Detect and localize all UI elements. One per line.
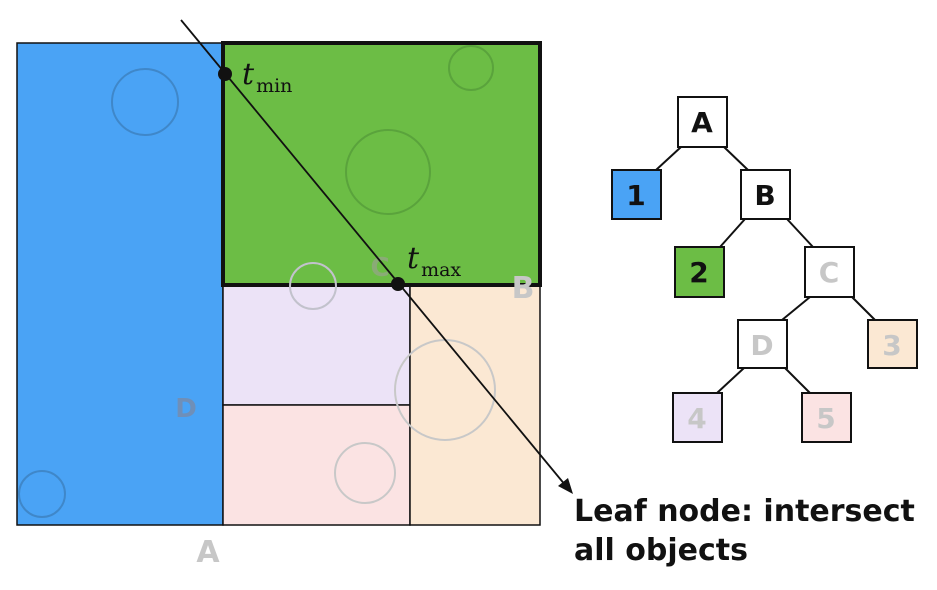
region-blue-leaf-1 [16,42,224,526]
object-circle [289,262,337,310]
ray [180,19,567,487]
region-label-d: D [175,394,197,424]
tree-node-5-label: 5 [816,402,835,435]
tree-node-4 [672,392,723,443]
t-max-point [391,277,405,291]
tree-node-c-label: C [819,256,840,289]
tree-node-3 [867,319,918,369]
tree-edge [784,367,811,394]
t-min-point [218,67,232,81]
object-circle [111,68,179,136]
tree-node-3-label: 3 [882,329,901,362]
tree-node-1 [611,169,662,220]
ray-arrowhead [558,478,573,494]
tree-edges [655,146,876,394]
object-circle [448,45,494,91]
tree-node-d [737,319,788,369]
region-label-c: C [370,253,389,283]
tree-node-a-label: A [691,106,713,139]
tree-node-2 [674,246,725,298]
region-pink-leaf-5 [222,404,411,526]
tree-node-b [740,169,791,220]
region-label-b: B [512,271,535,306]
tree-node-b-label: B [754,179,775,212]
tree-edge [851,296,876,321]
tree-edge [723,146,749,171]
region-peach-leaf-3 [409,284,541,526]
tree-edge [719,218,746,248]
tree-node-a [677,96,728,148]
tree-edge [786,218,814,248]
tree-edge [655,146,682,171]
caption-line-1: Leaf node: intersect [574,494,915,529]
object-circle [334,442,396,504]
tree-edge [781,296,811,321]
scene-objects [18,45,496,518]
tree-node-4-label: 4 [687,402,706,435]
caption-line-2: all objects [574,533,748,568]
tree-node-1-label: 1 [626,179,645,212]
tree-node-d-label: D [750,329,773,362]
tree-edge [716,367,745,394]
kd-tree: A 1 B 2 C D 3 4 5 [611,96,918,443]
tree-node-5 [801,392,852,443]
region-lavender-leaf-4 [222,284,411,406]
object-circle [345,129,431,215]
tree-node-c [804,246,855,298]
tree-node-2-label: 2 [689,256,708,289]
region-label-a: A [196,535,220,570]
object-circle [18,470,66,518]
